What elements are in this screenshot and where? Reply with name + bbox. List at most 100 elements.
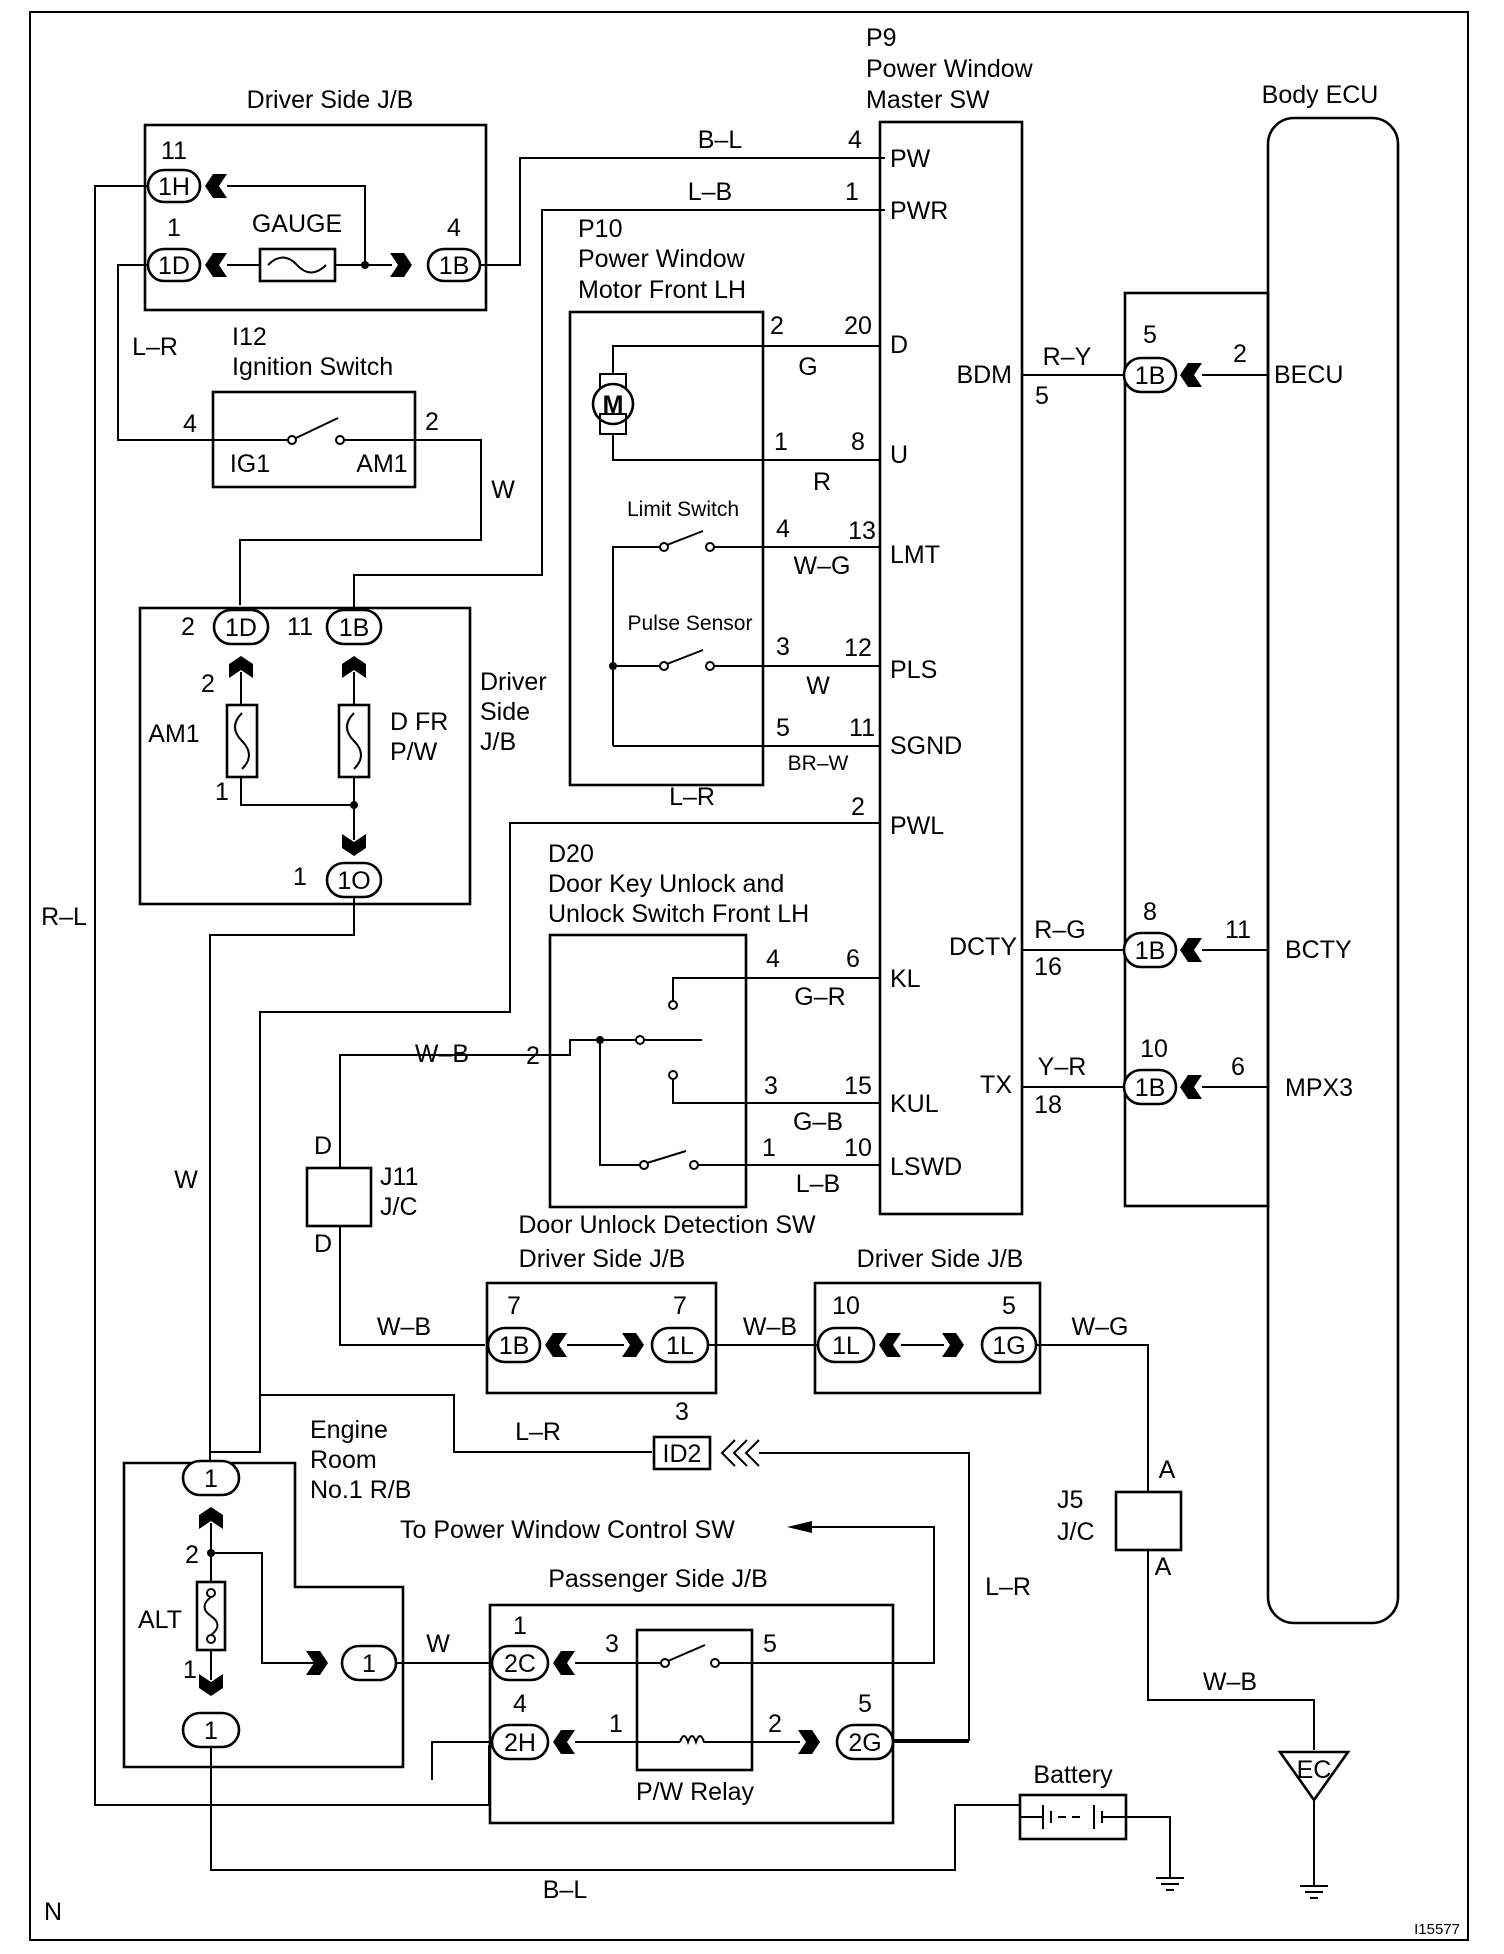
svg-text:11: 11 [161, 137, 187, 165]
svg-text:L–R: L–R [132, 333, 178, 361]
svg-text:Engine: Engine [310, 1416, 388, 1444]
svg-text:2: 2 [770, 312, 784, 340]
svg-text:1B: 1B [439, 252, 470, 280]
svg-text:10: 10 [844, 1134, 872, 1162]
svg-text:Door Unlock Detection SW: Door Unlock Detection SW [518, 1211, 816, 1239]
connector-id2 [652, 1435, 712, 1471]
svg-text:DCTY: DCTY [949, 933, 1017, 961]
svg-text:11: 11 [849, 714, 875, 742]
passenger-side-jb: Passenger Side J/B 1 2C 3 5 4 2H 1 2 5 2… [488, 1565, 895, 1825]
connector-2c [490, 1644, 550, 1682]
gauge-fuse [258, 247, 337, 283]
power-window-motor-front-lh: P10 Power Window Motor Front LH M 2 20 G… [568, 215, 880, 811]
svg-text:PLS: PLS [890, 656, 937, 684]
svg-text:1: 1 [215, 778, 229, 806]
svg-text:8: 8 [1143, 898, 1157, 926]
svg-text:5: 5 [858, 1690, 872, 1718]
svg-text:10: 10 [832, 1292, 860, 1320]
svg-text:1: 1 [293, 863, 307, 891]
svg-text:2: 2 [1233, 340, 1247, 368]
svg-text:R: R [813, 468, 831, 496]
svg-text:11: 11 [1225, 916, 1251, 944]
svg-text:D FR: D FR [390, 708, 448, 736]
svg-text:BECU: BECU [1274, 361, 1343, 389]
svg-text:W–B: W–B [415, 1040, 469, 1068]
svg-text:G: G [798, 353, 817, 381]
svg-text:20: 20 [844, 312, 872, 340]
svg-text:15: 15 [844, 1072, 872, 1100]
svg-text:7: 7 [507, 1292, 521, 1320]
ignition-switch: I12 Ignition Switch 4 IG1 AM1 2 [183, 323, 439, 489]
svg-text:Battery: Battery [1033, 1761, 1113, 1789]
svg-text:1: 1 [762, 1134, 776, 1162]
svg-text:2: 2 [425, 408, 439, 436]
svg-text:ID2: ID2 [663, 1440, 702, 1468]
ground-ec: EC [1277, 1750, 1351, 1899]
svg-text:D: D [890, 331, 908, 359]
svg-text:Power Window: Power Window [866, 55, 1034, 83]
driver-side-jb-mid: Driver Side J/B 2 1D 11 1B 2 AM1 D FR P/… [138, 606, 547, 906]
svg-text:L–R: L–R [985, 1573, 1031, 1601]
svg-text:1B: 1B [1135, 362, 1166, 390]
svg-text:1H: 1H [158, 173, 190, 201]
svg-text:Passenger Side J/B: Passenger Side J/B [548, 1565, 768, 1593]
svg-text:Power Window: Power Window [578, 245, 746, 273]
svg-text:1: 1 [609, 1710, 623, 1738]
svg-text:5: 5 [763, 1630, 777, 1658]
svg-text:P/W Relay: P/W Relay [636, 1778, 755, 1806]
svg-text:1O: 1O [337, 867, 370, 895]
svg-text:BDM: BDM [956, 361, 1012, 389]
svg-text:W: W [426, 1630, 450, 1658]
svg-text:W–B: W–B [1203, 1668, 1257, 1696]
svg-text:1B: 1B [1135, 937, 1166, 965]
svg-text:2: 2 [851, 793, 865, 821]
svg-text:A: A [1159, 1456, 1176, 1484]
pw-relay [635, 1628, 754, 1772]
svg-text:2: 2 [526, 1042, 540, 1070]
svg-text:W: W [174, 1166, 198, 1194]
svg-text:3: 3 [764, 1072, 778, 1100]
svg-text:W: W [806, 672, 830, 700]
svg-text:TX: TX [980, 1071, 1012, 1099]
svg-text:BCTY: BCTY [1285, 936, 1352, 964]
body-ecu-junction-panel [1123, 291, 1270, 1208]
power-window-master-sw: P9 Power Window Master SW PW PWR D U LMT… [866, 24, 1034, 1216]
svg-text:13: 13 [848, 517, 876, 545]
svg-text:Limit Switch: Limit Switch [627, 498, 739, 521]
svg-text:R–Y: R–Y [1043, 343, 1092, 371]
svg-text:18: 18 [1034, 1091, 1062, 1119]
svg-text:I12: I12 [232, 323, 267, 351]
svg-text:1: 1 [774, 428, 788, 456]
svg-text:1: 1 [513, 1612, 527, 1640]
svg-text:2C: 2C [504, 1650, 536, 1678]
wire-label-b-l-top: B–L [698, 126, 743, 154]
svg-text:3: 3 [776, 633, 790, 661]
svg-text:PWR: PWR [890, 197, 948, 225]
svg-text:4: 4 [766, 945, 780, 973]
svg-text:Room: Room [310, 1446, 377, 1474]
svg-text:5: 5 [1035, 382, 1049, 410]
svg-text:W–B: W–B [377, 1313, 431, 1341]
connector-1d-mid [212, 608, 270, 646]
svg-text:4: 4 [848, 126, 862, 154]
svg-text:J/C: J/C [1057, 1518, 1095, 1546]
svg-text:1L: 1L [832, 1332, 860, 1360]
terminal-chevron-1h [205, 174, 227, 198]
engine-room-rb: Engine Room No.1 R/B 1 2 ALT 1 1 1 [122, 1416, 411, 1769]
svg-text:1G: 1G [992, 1332, 1025, 1360]
driver-side-jb-bottom-2: Driver Side J/B 10 1L 5 1G [813, 1245, 1042, 1395]
svg-text:1D: 1D [225, 614, 257, 642]
connector-1b-tx [1122, 1068, 1178, 1106]
connector-1l-bot2 [816, 1326, 876, 1364]
junction-j11: D J11 J/C D W–B [305, 1058, 485, 1346]
svg-text:6: 6 [846, 945, 860, 973]
svg-text:2: 2 [201, 670, 215, 698]
svg-text:5: 5 [1143, 321, 1157, 349]
svg-text:J11: J11 [380, 1163, 418, 1191]
svg-text:W–G: W–G [794, 552, 851, 580]
svg-text:5: 5 [776, 714, 790, 742]
svg-text:L–R: L–R [515, 1418, 561, 1446]
svg-text:16: 16 [1034, 953, 1062, 981]
body-ecu: Body ECU BECU BCTY MPX3 R–Y 5 5 1B 2 R–G… [1022, 81, 1400, 1625]
